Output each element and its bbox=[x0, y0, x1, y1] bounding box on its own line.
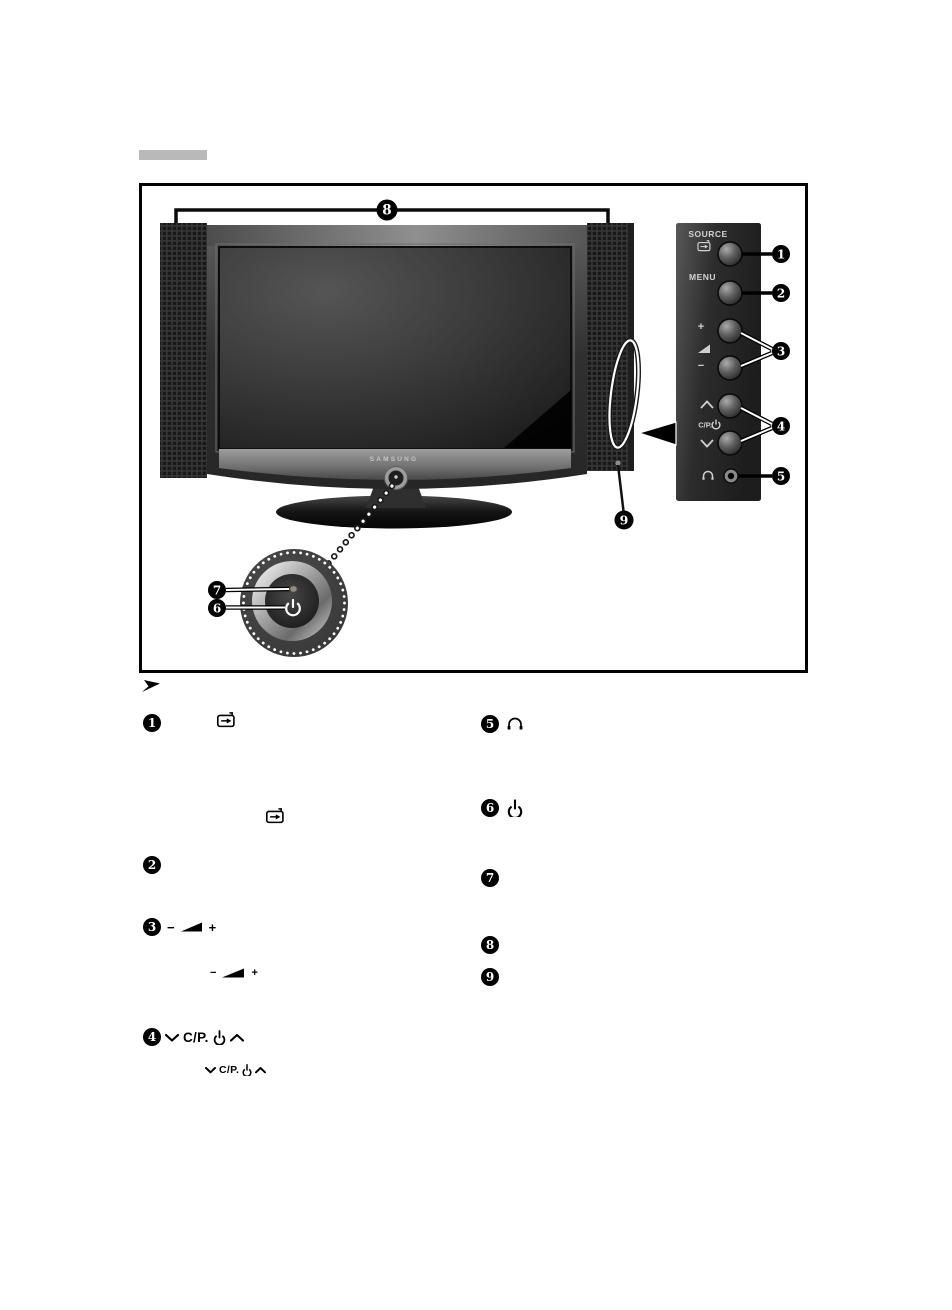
volume-wedge-icon bbox=[698, 344, 710, 353]
channel-down-button bbox=[717, 430, 743, 456]
source-enter-icon bbox=[266, 808, 284, 824]
speakers-callout-bracket: 8 bbox=[174, 199, 610, 223]
legend-num-8: 8 bbox=[485, 938, 495, 952]
legend-num-7: 7 bbox=[485, 871, 495, 885]
legend-callout-1: 1 bbox=[143, 714, 161, 732]
callout-7: 7 bbox=[213, 583, 221, 597]
chevron-up-icon bbox=[255, 1067, 267, 1074]
legend-callout-4: 4 bbox=[143, 1028, 161, 1046]
panel-location-arrow-icon bbox=[636, 421, 677, 446]
tv-front: SAMSUNG 9 bbox=[160, 223, 641, 530]
callout-9: 9 bbox=[620, 512, 629, 527]
menu-button bbox=[717, 280, 743, 306]
chevron-down-icon bbox=[205, 1067, 216, 1074]
left-speaker bbox=[160, 223, 207, 478]
legend-item-power: 6 bbox=[481, 799, 523, 817]
legend-item-volume-sub: − + bbox=[210, 967, 258, 979]
volume-wedge-icon bbox=[222, 968, 245, 978]
tv-illustration: 8 SAMSUNG bbox=[160, 199, 790, 657]
note-arrow-icon bbox=[142, 680, 160, 692]
power-button-magnifier: 7 6 bbox=[208, 549, 348, 657]
magnifier-dotted-line bbox=[324, 482, 396, 568]
source-label: SOURCE bbox=[688, 229, 727, 239]
channel-power-label: C/P. bbox=[183, 1029, 209, 1045]
power-icon bbox=[285, 598, 301, 617]
tv-stand bbox=[276, 495, 512, 529]
legend-callout-7: 7 bbox=[481, 869, 499, 887]
tv-top-edge bbox=[207, 225, 587, 246]
legend-item-volume: 3 − + bbox=[143, 918, 216, 936]
volume-plus-label: + bbox=[251, 967, 258, 979]
callout-6: 6 bbox=[213, 601, 221, 615]
side-control-panel: SOURCE MENU + − C/P. bbox=[636, 223, 761, 501]
callout-2: 2 bbox=[777, 286, 785, 300]
legend-num-6: 6 bbox=[485, 801, 495, 815]
callout-3: 3 bbox=[777, 344, 785, 358]
screen-reflection bbox=[504, 390, 571, 448]
channel-power-label: C/P. bbox=[698, 421, 712, 430]
legend-callout-6: 6 bbox=[481, 799, 499, 817]
chevron-up-icon bbox=[229, 1033, 244, 1042]
volume-down-button bbox=[717, 355, 743, 381]
side-controls-highlight-ellipse bbox=[607, 337, 641, 451]
legend-item-channel: 4 C/P. bbox=[143, 1028, 244, 1046]
power-led-indicator bbox=[289, 585, 298, 593]
power-icon bbox=[213, 1029, 225, 1045]
legend-callout-5: 5 bbox=[481, 715, 499, 733]
callout-1: 1 bbox=[777, 247, 785, 261]
headphones-icon bbox=[702, 470, 714, 480]
tv-bottom-strip bbox=[219, 449, 571, 480]
chevron-down-icon bbox=[165, 1033, 179, 1042]
channel-up-button bbox=[717, 393, 743, 419]
volume-up-button bbox=[717, 318, 743, 344]
power-icon bbox=[507, 799, 523, 817]
channel-power-label: C/P. bbox=[219, 1064, 240, 1076]
volume-minus-label: − bbox=[210, 967, 217, 979]
callout-4: 4 bbox=[777, 419, 785, 433]
volume-minus-label: − bbox=[167, 919, 175, 935]
chevron-down-icon bbox=[700, 439, 714, 448]
source-enter-icon bbox=[217, 712, 235, 728]
legend-callout-9: 9 bbox=[481, 968, 499, 986]
legend-num-5: 5 bbox=[485, 717, 495, 731]
legend-num-3: 3 bbox=[147, 920, 157, 934]
volume-wedge-icon bbox=[180, 922, 202, 932]
front-power-button bbox=[384, 466, 408, 490]
samsung-logo: SAMSUNG bbox=[370, 456, 419, 463]
legend-num-4: 4 bbox=[147, 1030, 157, 1044]
panel-callouts: 1 2 3 4 5 bbox=[738, 245, 790, 485]
volume-minus-label: − bbox=[698, 360, 704, 372]
legend-num-1: 1 bbox=[147, 716, 157, 730]
source-button bbox=[717, 241, 743, 267]
chevron-up-icon bbox=[700, 400, 714, 409]
legend-num-9: 9 bbox=[485, 970, 495, 984]
legend-item-headphones: 5 bbox=[481, 715, 524, 733]
source-enter-icon bbox=[697, 240, 711, 252]
menu-label: MENU bbox=[689, 272, 716, 282]
volume-plus-label: + bbox=[698, 321, 704, 333]
legend-callout-2: 2 bbox=[143, 856, 161, 874]
callout-5: 5 bbox=[777, 469, 785, 483]
section-heading-bar bbox=[139, 150, 207, 160]
front-panel-diagram-box: 8 SAMSUNG bbox=[139, 183, 808, 673]
power-icon bbox=[711, 419, 721, 430]
headphones-icon bbox=[507, 717, 523, 729]
legend-num-2: 2 bbox=[147, 858, 157, 872]
legend-callout-8: 8 bbox=[481, 936, 499, 954]
legend-callout-3: 3 bbox=[143, 918, 161, 936]
power-icon bbox=[242, 1064, 252, 1076]
tv-screen bbox=[218, 246, 572, 450]
legend-item-channel-sub: C/P. bbox=[205, 1064, 267, 1076]
volume-plus-label: + bbox=[208, 919, 217, 935]
callout-8: 8 bbox=[382, 203, 391, 219]
